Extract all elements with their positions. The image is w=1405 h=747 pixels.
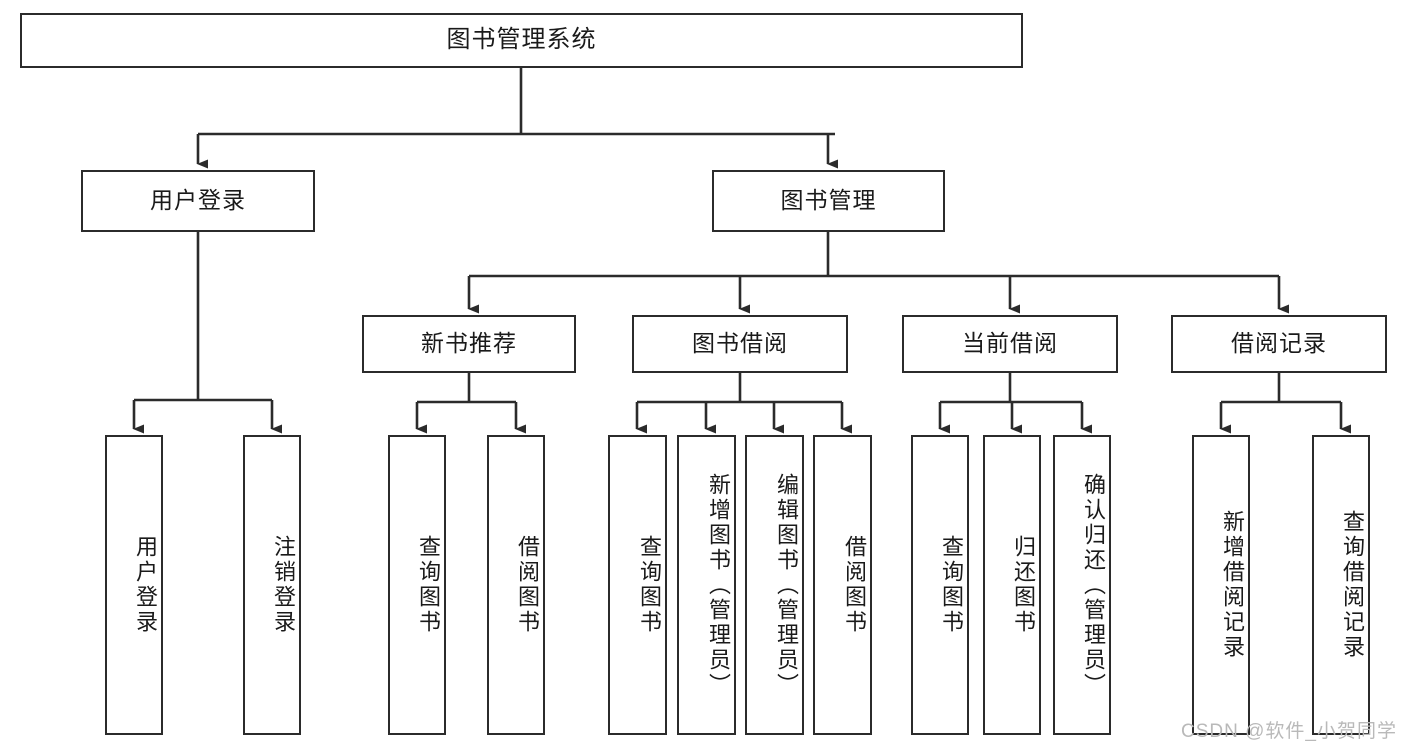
node-label: 新增借阅记录 [1220,510,1245,660]
node-label: 注销登录 [271,535,296,635]
node-label: 借阅图书 [842,535,867,635]
node-label: 归还图书 [1011,535,1036,635]
leaf-current-query-book[interactable]: 查询图书 [911,435,969,735]
node-label: 查询图书 [939,535,964,635]
leaf-current-confirm-return[interactable]: 确认归还（管理员） [1053,435,1111,735]
leaf-borrow-query-book[interactable]: 查询图书 [608,435,667,735]
leaf-logout[interactable]: 注销登录 [243,435,301,735]
node-new-book-recommendation[interactable]: 新书推荐 [362,315,576,373]
node-label: 查询借阅记录 [1340,510,1365,660]
node-label: 图书借阅 [692,330,788,357]
node-root-system[interactable]: 图书管理系统 [20,13,1023,68]
node-borrowing-records[interactable]: 借阅记录 [1171,315,1387,373]
node-label: 图书管理系统 [446,26,597,54]
node-label: 查询图书 [416,535,441,635]
node-book-management[interactable]: 图书管理 [712,170,945,232]
node-label: 编辑图书（管理员） [774,472,799,698]
leaf-borrow-add-book[interactable]: 新增图书（管理员） [677,435,736,735]
node-label: 图书管理 [780,187,877,214]
node-label: 新增图书（管理员） [706,472,731,698]
node-user-login[interactable]: 用户登录 [81,170,315,232]
node-current-borrowing[interactable]: 当前借阅 [902,315,1118,373]
leaf-current-return-book[interactable]: 归还图书 [983,435,1041,735]
node-label: 用户登录 [133,535,158,635]
leaf-user-login[interactable]: 用户登录 [105,435,163,735]
node-label: 当前借阅 [962,330,1058,357]
node-book-borrowing[interactable]: 图书借阅 [632,315,848,373]
leaf-record-add[interactable]: 新增借阅记录 [1192,435,1250,735]
leaf-borrow-borrow-book[interactable]: 借阅图书 [813,435,872,735]
node-label: 用户登录 [150,187,246,214]
leaf-rec-query-book[interactable]: 查询图书 [388,435,446,735]
node-label: 确认归还（管理员） [1081,472,1106,698]
node-label: 新书推荐 [421,330,517,357]
node-label: 借阅图书 [515,535,540,635]
node-label: 借阅记录 [1231,330,1327,357]
node-label: 查询图书 [637,535,662,635]
leaf-record-query[interactable]: 查询借阅记录 [1312,435,1370,735]
leaf-borrow-edit-book[interactable]: 编辑图书（管理员） [745,435,804,735]
leaf-rec-borrow-book[interactable]: 借阅图书 [487,435,545,735]
